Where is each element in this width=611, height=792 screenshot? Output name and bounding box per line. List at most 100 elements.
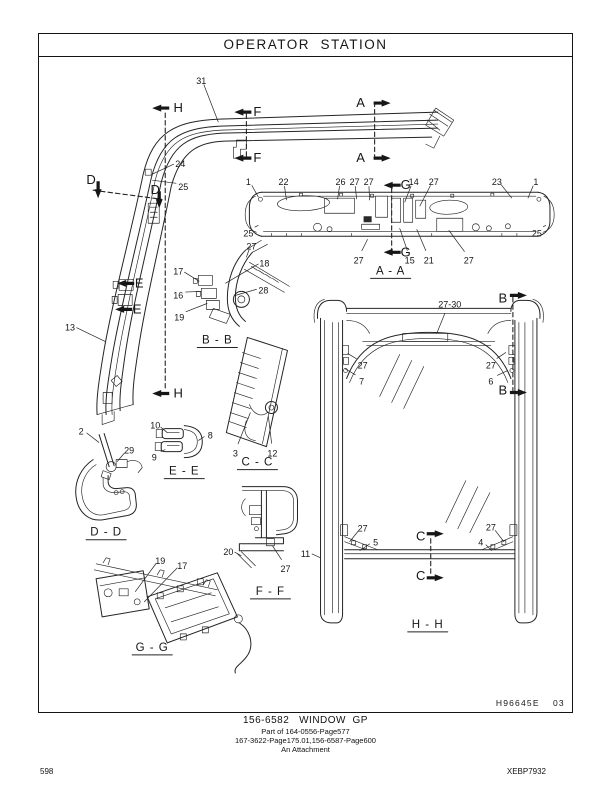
leader-line: [496, 352, 507, 359]
plate-revision: 03: [553, 698, 565, 708]
part-group-title: 156-6582 WINDOW GP: [243, 715, 368, 726]
callout-3: 3: [233, 449, 238, 459]
parts-diagram: H96645E 03 31242513122262727142723125252…: [65, 76, 565, 708]
callout-1: 1: [246, 177, 251, 187]
section-label: D - D: [90, 527, 122, 539]
leader-line: [198, 436, 205, 441]
cut-letter-D: D: [86, 172, 95, 187]
section-a-a-view: [244, 191, 555, 237]
part-of-note: Part of 164-0556-Page577: [261, 727, 350, 736]
callout-24: 24: [175, 159, 185, 169]
callout-28: 28: [258, 285, 268, 295]
leader-line: [152, 179, 177, 184]
leader-line: [542, 224, 547, 228]
callout-27: 27: [464, 255, 474, 265]
leader-line: [416, 229, 427, 252]
leader-line: [361, 239, 368, 252]
section-label: A - A: [376, 265, 405, 277]
section-arrow-C: [426, 574, 444, 582]
cut-letter-D: D: [151, 182, 160, 197]
leader-line: [404, 185, 412, 203]
callout-21: 21: [424, 255, 434, 265]
leader-lines: [76, 84, 547, 603]
reference-note: 167-3622-Page175.01,156-6587-Page600: [235, 736, 376, 745]
callout-25: 25: [178, 182, 188, 192]
callout-15: 15: [405, 255, 415, 265]
callout-23: 23: [492, 177, 502, 187]
section-label: B - B: [202, 334, 233, 346]
callout-7: 7: [359, 377, 364, 387]
leader-line: [436, 313, 446, 334]
section-arrow-A: [373, 99, 391, 107]
callout-29: 29: [124, 446, 134, 456]
leader-line: [500, 184, 513, 199]
callout-17: 17: [177, 561, 187, 571]
leader-line: [311, 553, 321, 559]
callout-11: 11: [301, 549, 310, 559]
callout-12: 12: [267, 449, 277, 459]
callout-16: 16: [173, 290, 183, 300]
callout-18: 18: [259, 258, 269, 268]
callout-22: 22: [278, 177, 288, 187]
callout-27-30: 27-30: [438, 299, 461, 309]
cut-letter-F: F: [253, 150, 261, 165]
callout-27: 27: [354, 255, 364, 265]
leader-line: [347, 353, 357, 360]
callout-27: 27: [486, 523, 496, 533]
leader-line: [160, 426, 168, 433]
leader-line: [116, 452, 125, 462]
callout-4: 4: [478, 538, 483, 548]
page-number: 598: [40, 767, 54, 776]
callout-19: 19: [155, 556, 165, 566]
leader-line: [448, 230, 465, 252]
callout-27: 27: [246, 241, 256, 251]
cut-letter-F: F: [253, 104, 261, 119]
section-arrow-G: [383, 248, 401, 256]
leader-line: [185, 291, 202, 293]
callout-17: 17: [173, 266, 183, 276]
callout-2: 2: [79, 427, 84, 437]
cut-letter-H: H: [174, 100, 183, 115]
callout-5: 5: [373, 538, 378, 548]
callout-1: 1: [533, 177, 538, 187]
leader-line: [399, 228, 408, 251]
callout-27: 27: [280, 564, 290, 574]
section-arrow-F: [234, 154, 252, 162]
cut-letter-B: B: [499, 290, 508, 305]
leader-line: [134, 563, 157, 593]
drawing-frame: OPERATOR STATION: [38, 33, 573, 713]
callout-25: 25: [243, 228, 253, 238]
section-arrow-H: [152, 390, 170, 398]
section-label: F - F: [256, 586, 285, 598]
leader-line: [494, 530, 505, 542]
leader-line: [485, 544, 493, 552]
leader-line: [497, 370, 509, 376]
leader-line: [272, 545, 282, 561]
leader-line: [86, 432, 100, 443]
leader-line: [76, 327, 106, 342]
form-code: XEBP7932: [506, 767, 546, 776]
section-label: E - E: [169, 466, 200, 478]
leader-line: [354, 186, 357, 200]
section-d-d-view: [75, 433, 143, 521]
callout-8: 8: [208, 431, 213, 441]
section-b-b-view: [192, 239, 290, 327]
section-c-c-view: [225, 336, 288, 448]
leader-line: [184, 271, 200, 282]
leader-line: [225, 263, 259, 284]
section-arrow-E: [117, 279, 135, 287]
cut-letter-G: G: [401, 177, 411, 192]
leader-line: [185, 303, 208, 313]
section-arrow-D: [155, 191, 163, 209]
cut-letter-C: C: [416, 568, 425, 583]
section-f-f-view: [237, 486, 298, 569]
section-arrow-H: [152, 104, 170, 112]
callout-14: 14: [409, 177, 419, 187]
cut-letter-E: E: [133, 301, 142, 316]
leader-line: [237, 412, 251, 445]
callout-13: 13: [65, 322, 75, 332]
callout-27: 27: [364, 177, 374, 187]
section-label: G - G: [136, 642, 169, 654]
leader-line: [235, 288, 257, 296]
